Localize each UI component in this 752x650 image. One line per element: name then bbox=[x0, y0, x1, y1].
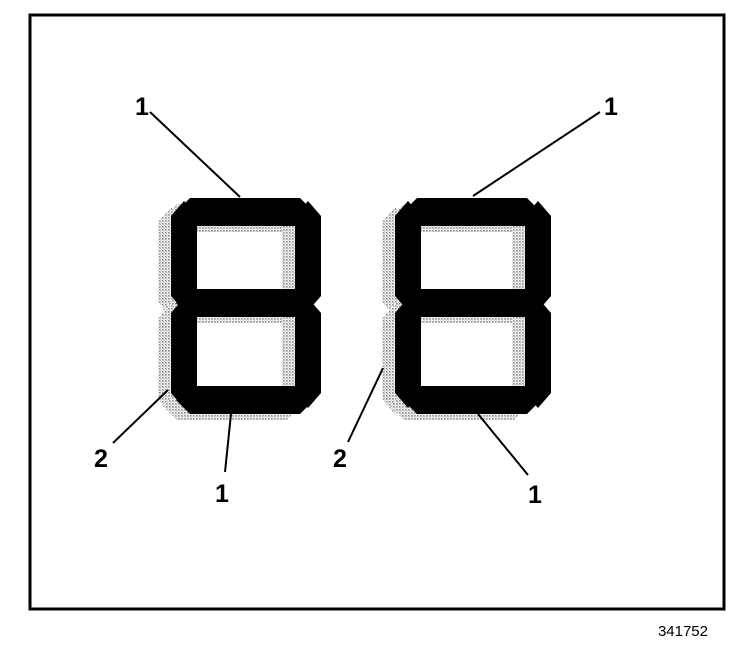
leader-line-bottom-right-1 bbox=[477, 413, 529, 476]
callout-bottom-left-2: 2 bbox=[94, 445, 108, 473]
callout-top-left: 1 bbox=[135, 93, 149, 121]
leader-line-top-left bbox=[149, 111, 241, 198]
digit-right bbox=[382, 198, 551, 420]
leader-line-bottom-left-1 bbox=[224, 413, 232, 473]
figure-id: 341752 bbox=[658, 623, 708, 640]
callout-bottom-right-1: 1 bbox=[528, 481, 542, 509]
callout-bottom-left-1: 1 bbox=[215, 480, 229, 508]
leader-line-top-right bbox=[472, 111, 601, 197]
callout-bottom-right-2: 2 bbox=[333, 445, 347, 473]
leader-line-bottom-right-2 bbox=[347, 367, 384, 443]
segment-bottom bbox=[403, 386, 541, 414]
segment-top bbox=[403, 198, 541, 226]
leader-line-bottom-left-2 bbox=[112, 389, 169, 444]
digit-left bbox=[158, 198, 321, 420]
segment-bottom bbox=[176, 386, 314, 414]
diagram-frame bbox=[28, 13, 726, 611]
callout-top-right: 1 bbox=[604, 93, 618, 121]
segment-middle bbox=[403, 289, 541, 317]
